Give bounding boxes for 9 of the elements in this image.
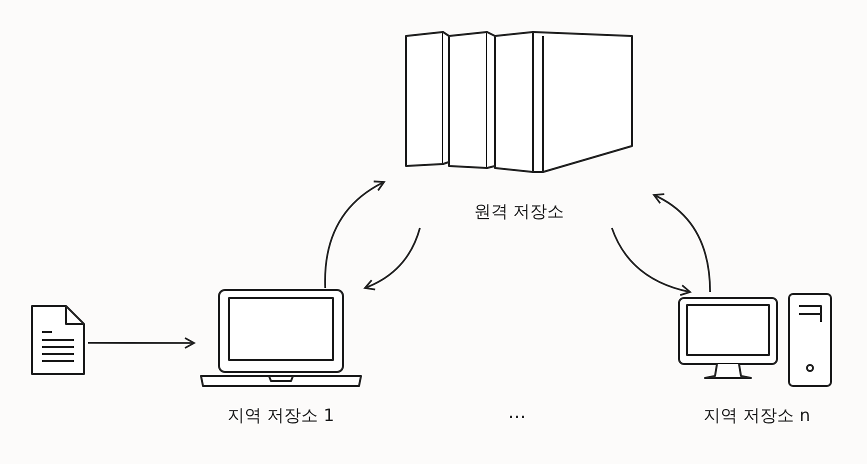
storage-label: 원격 저장소 [474, 201, 564, 223]
ellipsis-text: … [508, 402, 526, 423]
storage-label: 지역 저장소 n [704, 405, 810, 427]
arrow [364, 228, 421, 290]
storage-label: 지역 저장소 1 [228, 405, 334, 427]
arrow [611, 228, 691, 296]
arrow [88, 337, 195, 349]
arrow [324, 180, 385, 288]
arrow [653, 194, 711, 292]
